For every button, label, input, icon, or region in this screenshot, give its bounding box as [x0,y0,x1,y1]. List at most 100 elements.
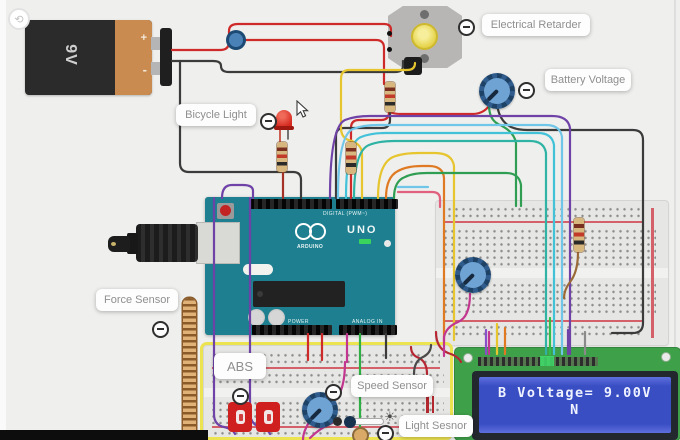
usb-tip-contact [111,242,116,246]
label-speed-sensor[interactable]: Speed Sensor [351,375,433,397]
breadboard-rail-top [212,352,440,365]
wire-teal[interactable] [352,139,548,356]
lcd-display[interactable]: B Voltage= 9.00V N [455,348,680,440]
wire-red[interactable] [170,22,393,52]
rail-end-mark [432,396,434,413]
wire-green[interactable] [392,171,523,208]
battery-9v[interactable]: 9V + - [25,20,152,95]
digital-header[interactable] [336,199,398,209]
breadboard-potentiometer[interactable] [455,257,491,293]
breadboard-rail-bottom [446,324,642,337]
lcd-screen: B Voltage= 9.00V N [479,377,671,433]
battery-terminal-cap [160,28,172,86]
wire-brown[interactable] [562,250,580,300]
button-core [238,413,243,421]
breadboard-channel [436,268,668,278]
chip-notch [257,291,263,297]
analog-header[interactable] [339,325,397,335]
wire-skyblue[interactable] [336,123,564,356]
wire-red[interactable] [243,38,386,86]
minus-icon[interactable] [458,19,475,36]
breadboard-bottom-selection [200,342,453,440]
digital-pins-label: DIGITAL (PWM~) [323,211,368,217]
capacitor [268,309,285,326]
photoresistor[interactable] [352,427,369,440]
wire-red[interactable] [387,104,491,116]
lcd-text-line1: B Voltage= 9.00V [497,385,653,401]
battery-terminal-nub [151,62,161,75]
reset-button[interactable] [217,203,234,219]
push-button-blue[interactable] [226,30,246,50]
battery-terminal-nub [151,37,161,50]
usb-cable-neck [127,233,138,254]
push-button-blue-cap [229,33,243,47]
label-light-sensor[interactable]: Light Sesnor [399,415,473,437]
motor-terminal [387,47,392,52]
wire-purple[interactable] [328,114,572,356]
minus-icon[interactable] [518,82,535,99]
resistor[interactable] [277,142,287,172]
battery-plus-mark: + [140,32,147,44]
wire-black[interactable] [412,343,433,376]
lcd-screw-hole [661,352,671,362]
label-battery-voltage[interactable]: Battery Voltage [545,69,631,91]
wire-purple[interactable] [248,196,272,436]
resistor[interactable] [385,82,395,112]
resistor[interactable] [346,142,356,174]
wire-pink[interactable] [396,190,442,209]
light-slider-handle[interactable] [344,415,356,428]
power-header[interactable] [252,325,332,335]
breadboard-rail-top [446,206,642,218]
led-base [274,126,294,130]
lcd-pin-highlight [540,356,554,366]
push-button-red[interactable] [256,402,280,432]
resistor[interactable] [574,218,584,252]
fit-view-icon[interactable]: ⟲ [8,8,30,30]
led-red[interactable] [276,110,292,129]
wire-yellow[interactable] [339,61,417,200]
mouse-cursor [296,100,310,118]
sun-icon: ☀ [384,409,396,424]
force-sensor-strip[interactable] [183,298,196,440]
motor-terminal [387,31,392,36]
minus-icon[interactable] [152,321,169,338]
rail-line-right [651,208,654,338]
wire-black[interactable] [178,59,303,200]
usb-cable-tip [108,236,130,252]
minus-icon[interactable] [325,384,342,401]
wire-red[interactable] [434,330,463,364]
minus-icon[interactable] [232,388,249,405]
rail-line-top [212,367,440,369]
wire-cyan[interactable] [344,131,556,356]
label-abs[interactable]: ABS [214,353,266,379]
arduino-uno[interactable]: DIGITAL (PWM~) ARDUINO UNO POWER ANALOG … [205,197,398,335]
lcd-pin-row [478,357,598,366]
wire-red[interactable] [409,345,429,376]
wire-black[interactable] [495,102,645,335]
button-core [266,413,271,421]
minus-icon[interactable] [260,113,277,130]
lcd-screw-hole [463,353,473,363]
motor-screw [420,10,429,19]
push-button-red[interactable] [228,402,252,432]
label-bicycle-light[interactable]: Bicycle Light [176,104,256,126]
usb-cable-plug[interactable] [136,224,198,262]
digital-header[interactable] [250,199,332,209]
microcontroller-chip[interactable] [253,281,345,307]
canvas-right-edge [674,0,676,440]
wire-magenta[interactable] [442,292,472,358]
minus-icon[interactable] [377,425,394,440]
label-electrical-retarder[interactable]: Electrical Retarder [482,14,590,36]
wire-orange[interactable] [384,164,446,344]
motor-shaft [411,23,438,50]
battery-minus-mark: - [142,62,147,77]
reset-button-cap [220,205,231,216]
button-slot [236,410,245,424]
wire-yellow[interactable] [376,151,456,342]
battery-voltage-potentiometer[interactable] [479,73,515,109]
rail-line-bottom [444,320,644,322]
label-force-sensor[interactable]: Force Sensor [96,289,178,311]
board-slot [243,264,273,275]
wire-purple[interactable] [220,183,255,200]
